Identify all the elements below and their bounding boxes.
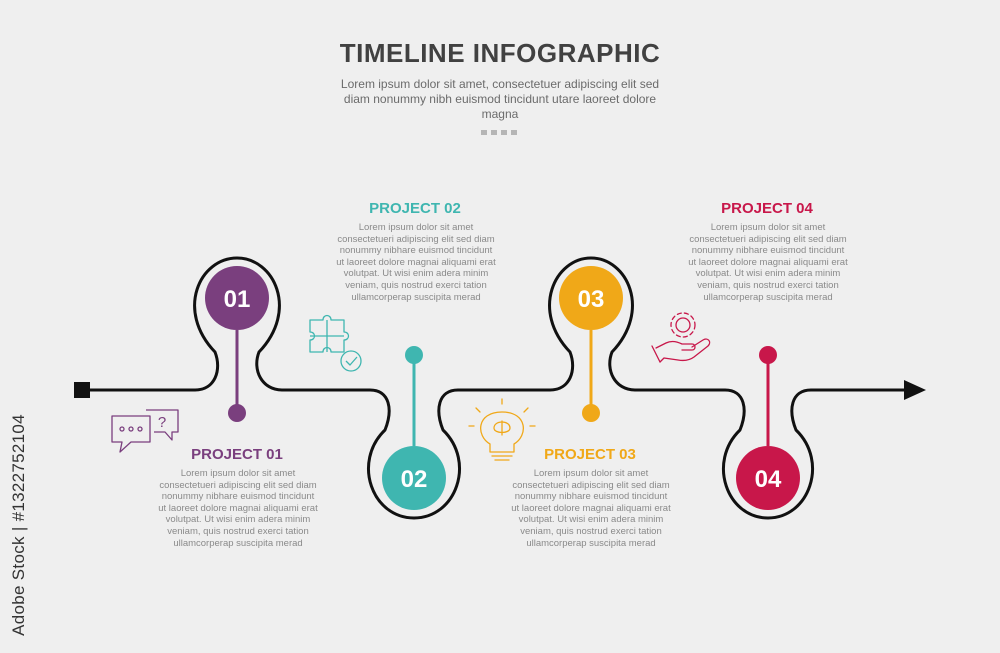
page-subtitle: Lorem ipsum dolor sit amet, consectetuer… <box>340 77 660 121</box>
milestone-number: 03 <box>578 286 605 313</box>
lightbulb-brain-icon <box>468 398 536 461</box>
separator-dots <box>481 130 517 135</box>
project-04-title: PROJECT 04 <box>721 200 813 217</box>
svg-text:?: ? <box>158 414 166 431</box>
milestone-number: 02 <box>401 466 428 493</box>
project-03-title: PROJECT 03 <box>544 446 636 463</box>
milestone-03: 03 <box>559 266 623 422</box>
project-01-description: Lorem ipsum dolor sit amet consectetueri… <box>158 468 318 549</box>
watermark: Adobe Stock | #1322752104 <box>9 414 28 636</box>
project-04-description: Lorem ipsum dolor sit amet consectetueri… <box>688 222 848 303</box>
milestone-number: 04 <box>755 466 782 493</box>
start-square <box>74 382 90 398</box>
milestone-04: 04 <box>736 346 800 510</box>
timeline-path <box>82 256 910 520</box>
milestone-01: 01 <box>205 266 269 422</box>
project-02-description: Lorem ipsum dolor sit amet consectetueri… <box>336 222 496 303</box>
puzzle-check-icon <box>309 314 362 372</box>
chat-bubbles-icon: ? <box>111 409 179 453</box>
end-arrow <box>904 380 926 400</box>
project-02-title: PROJECT 02 <box>369 200 461 217</box>
page-title: TIMELINE INFOGRAPHIC <box>339 38 661 68</box>
project-01-title: PROJECT 01 <box>191 446 283 463</box>
project-03-description: Lorem ipsum dolor sit amet consectetueri… <box>511 468 671 549</box>
milestone-number: 01 <box>224 286 251 313</box>
milestone-02: 02 <box>382 346 446 510</box>
hand-gear-icon <box>651 312 711 363</box>
